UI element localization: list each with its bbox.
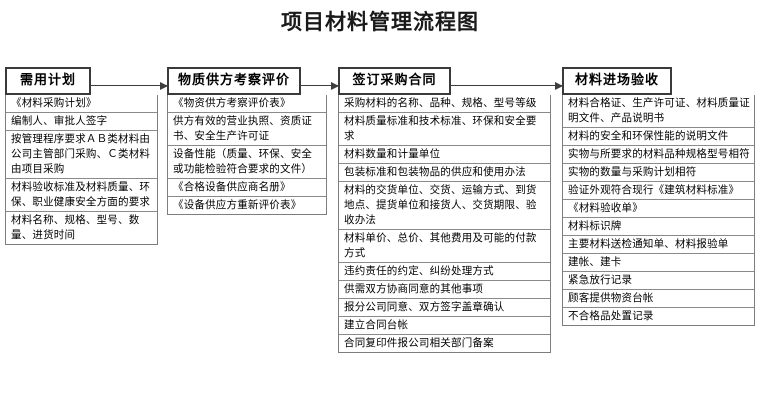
arrow-plan-to-supplier [91,81,168,90]
list-item: 设备性能（质量、环保、安全或功能检验符合要求的文件） [168,144,326,178]
list-item: 违约责任的约定、纠纷处理方式 [339,261,550,280]
list-item: 《物资供方考察评价表》 [173,96,291,109]
list-item: 报分公司同意、双方签字盖章确认 [339,297,550,316]
list-item: 材料数量和计量单位 [339,144,550,163]
list-item: 实物与所要求的材料品种规格型号相符 [563,144,754,163]
page-title: 项目材料管理流程图 [281,11,479,34]
flow-column-material-acceptance: 材料进场验收 材料合格证、生产许可证、材料质量证明文件、产品说明书 材料的安全和… [562,67,755,326]
column-header-supplier-evaluation[interactable]: 物质供方考察评价 [167,67,301,95]
list-item: 材料的交货单位、交货、运输方式、到货地点、提货单位和接货人、交货期限、验收办法 [339,180,550,229]
list-item: 《合格设备供应商名册》 [168,177,326,196]
list-item: 合同复印件报公司相关部门备案 [339,333,550,352]
list-item: 不合格品处置记录 [563,306,754,325]
list-item: 材料单价、总价、其他费用及可能的付款方式 [339,228,550,262]
list-item: 材料合格证、生产许可证、材料质量证明文件、产品说明书 [568,96,750,124]
list-item: 实物的数量与采购计划相符 [563,162,754,181]
arrow-supplier-to-contract [301,81,339,90]
column-header-need-plan[interactable]: 需用计划 [5,67,91,95]
flow-column-supplier-evaluation: 物质供方考察评价 《物资供方考察评价表》 供方有效的营业执照、资质证书、安全生产… [167,67,327,215]
list-item: 《设备供应方重新评价表》 [168,195,326,214]
list-item: 按管理程序要求ＡＢ类材料由公司主管部门采购、Ｃ类材料由项目采购 [6,129,157,178]
list-item: 材料验收标准及材料质量、环保、职业健康安全方面的要求 [6,177,157,211]
list-item: 材料标识牌 [563,216,754,235]
column-header-purchase-contract[interactable]: 签订采购合同 [338,67,451,95]
column-header-material-acceptance[interactable]: 材料进场验收 [562,67,672,95]
list-item: 材料的安全和环保性能的说明文件 [563,126,754,145]
list-item: 建立合同台帐 [339,315,550,334]
list-item: 材料名称、规格、型号、数量、进货时间 [6,210,157,244]
list-item: 紧急放行记录 [563,270,754,289]
list-item: 《材料验收单》 [563,198,754,217]
flow-column-purchase-contract: 签订采购合同 采购材料的名称、品种、规格、型号等级 材料质量标准和技术标准、环保… [338,67,551,353]
list-item: 验证外观符合现行《建筑材料标准》 [563,180,754,199]
list-item: 采购材料的名称、品种、规格、型号等级 [344,96,537,109]
list-item: 《材料采购计划》 [11,96,97,109]
list-item: 供方有效的营业执照、资质证书、安全生产许可证 [168,111,326,145]
list-item: 主要材料送检通知单、材料报验单 [563,234,754,253]
list-item: 供需双方协商同意的其他事项 [339,279,550,298]
arrow-contract-to-acceptance [451,81,563,90]
column-body-need-plan: 《材料采购计划》 编制人、审批人签字 按管理程序要求ＡＢ类材料由公司主管部门采购… [5,94,158,245]
list-item: 包装标准和包装物品的供应和使用办法 [339,162,550,181]
column-body-material-acceptance: 材料合格证、生产许可证、材料质量证明文件、产品说明书 材料的安全和环保性能的说明… [562,94,755,326]
list-item: 编制人、审批人签字 [6,111,157,130]
list-item: 材料质量标准和技术标准、环保和安全要求 [339,111,550,145]
list-item: 顾客提供物资台帐 [563,288,754,307]
column-body-purchase-contract: 采购材料的名称、品种、规格、型号等级 材料质量标准和技术标准、环保和安全要求 材… [338,94,551,353]
column-body-supplier-evaluation: 《物资供方考察评价表》 供方有效的营业执照、资质证书、安全生产许可证 设备性能（… [167,94,327,215]
flow-column-need-plan: 需用计划 《材料采购计划》 编制人、审批人签字 按管理程序要求ＡＢ类材料由公司主… [5,67,158,245]
list-item: 建帐、建卡 [563,252,754,271]
